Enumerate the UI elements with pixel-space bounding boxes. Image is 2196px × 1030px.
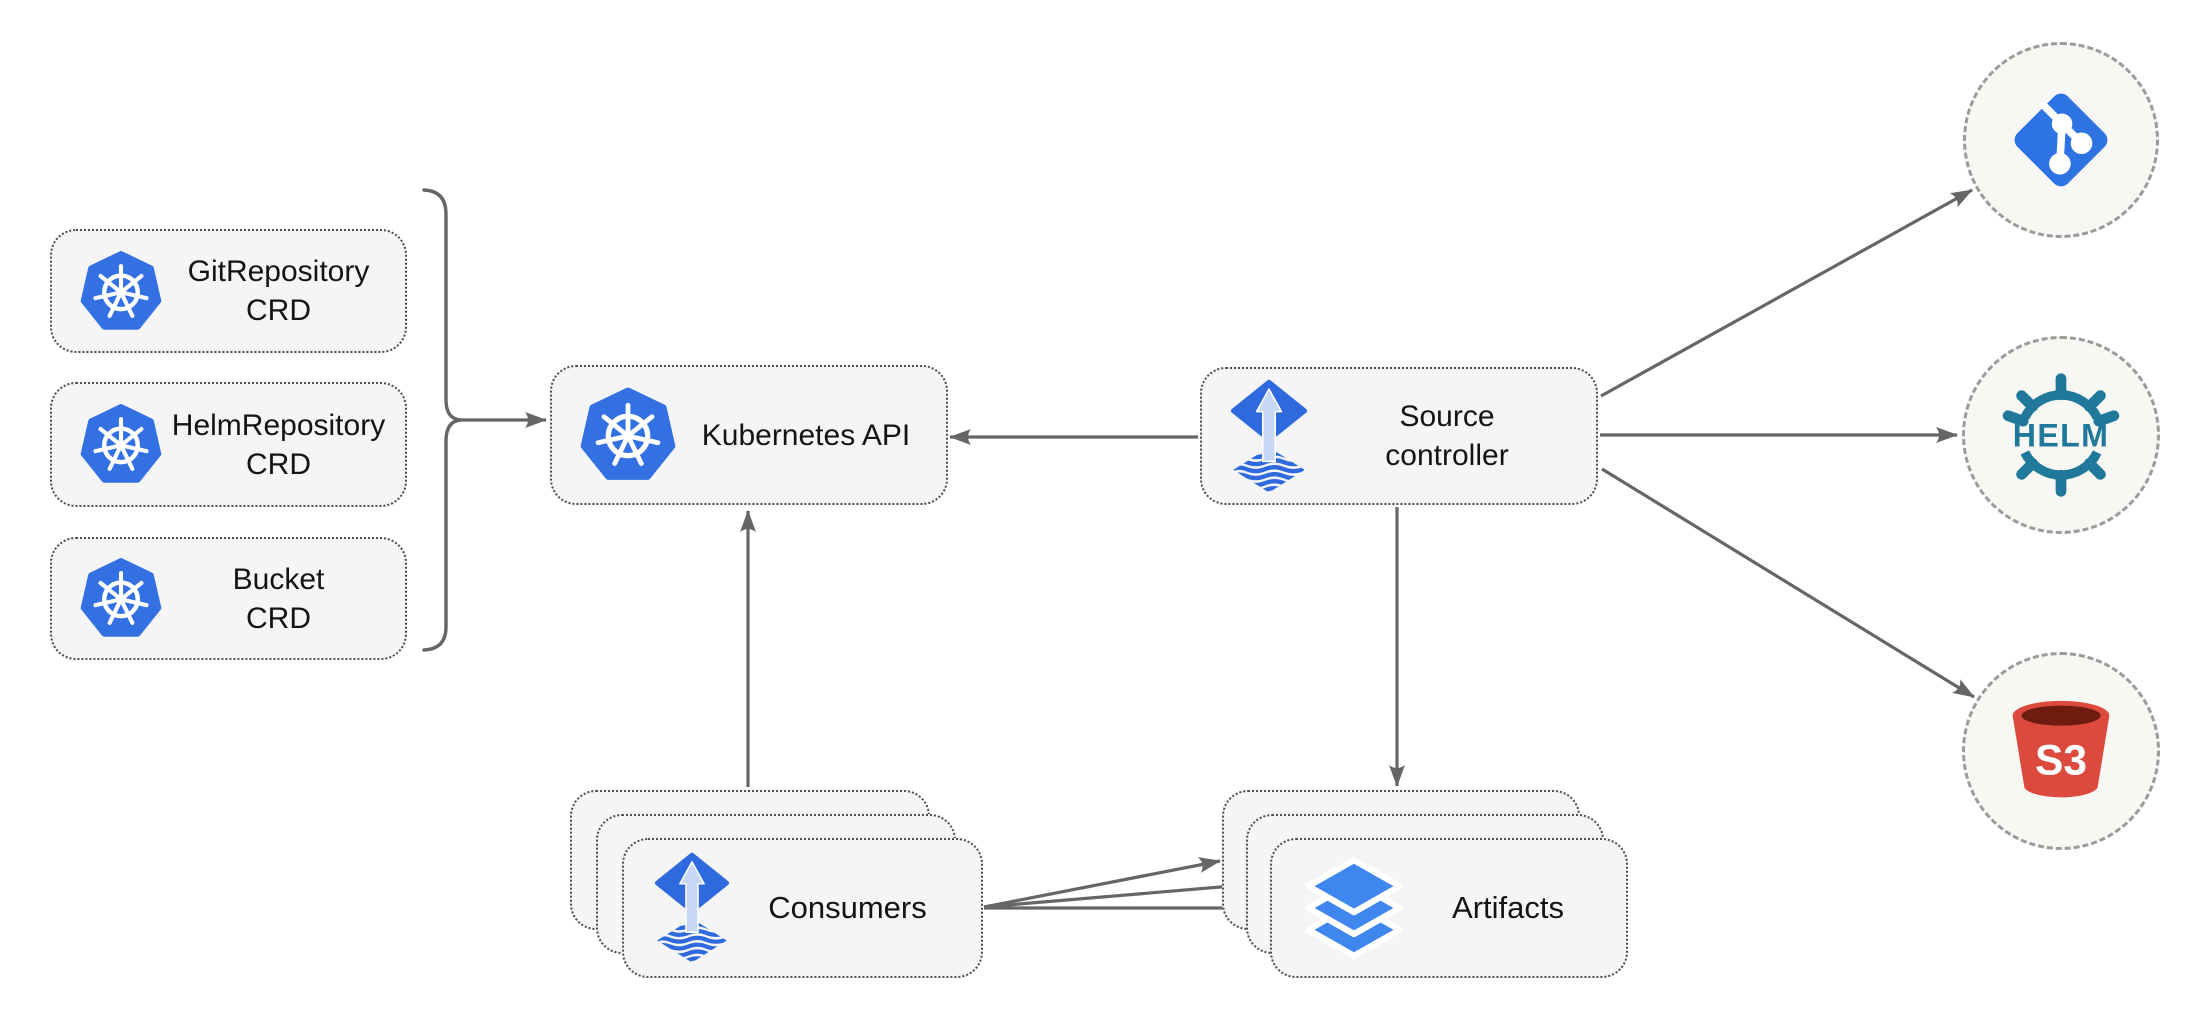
node-artifacts: Artifacts [1270, 838, 1628, 978]
node-git [1963, 42, 2159, 238]
artifacts-label: Artifacts [1452, 890, 1564, 925]
kubernetes-icon [580, 385, 676, 485]
gitrepository-crd-label: GitRepository CRD [187, 255, 370, 327]
flux-source-icon [1230, 379, 1308, 494]
bucket-crd-label: Bucket CRD [232, 562, 325, 635]
consumers-label: Consumers [768, 890, 927, 925]
helmrepository-crd-label: HelmRepository CRD [171, 408, 386, 481]
node-s3: S3 [1962, 652, 2160, 850]
s3-label: S3 [2035, 738, 2087, 785]
node-kubernetes-api: Kubernetes API [550, 365, 948, 505]
kubernetes-icon [80, 402, 162, 487]
source-controller-label: Source controller [1385, 400, 1509, 472]
edge-consumers-to-artifacts-2 [983, 878, 1245, 909]
node-consumers: Consumers [622, 838, 983, 978]
edge-consumers-to-artifacts-1 [983, 857, 1221, 909]
git-icon [2007, 86, 2115, 194]
s3-bucket-icon: S3 [2002, 692, 2120, 810]
kubernetes-api-label: Kubernetes API [701, 418, 911, 452]
flux-source-icon [654, 852, 730, 964]
edge-source-controller-to-git [1600, 188, 1973, 398]
crd-group-bracket [422, 188, 462, 652]
consumers-stack: Consumers [570, 790, 984, 979]
node-gitrepository-crd: GitRepository CRD [50, 229, 407, 353]
edge-source-controller-to-s3 [1601, 467, 1975, 699]
kubernetes-icon [80, 249, 162, 334]
node-bucket-crd: Bucket CRD [50, 537, 407, 660]
layers-icon [1302, 856, 1406, 960]
kubernetes-icon [80, 556, 162, 641]
helm-icon: HELM [1994, 368, 2128, 502]
helm-label: HELM [2013, 417, 2109, 453]
artifacts-stack: Artifacts [1222, 790, 1628, 979]
node-helmrepository-crd: HelmRepository CRD [50, 382, 407, 507]
node-source-controller: Source controller [1200, 367, 1598, 505]
node-helm: HELM [1962, 336, 2160, 534]
